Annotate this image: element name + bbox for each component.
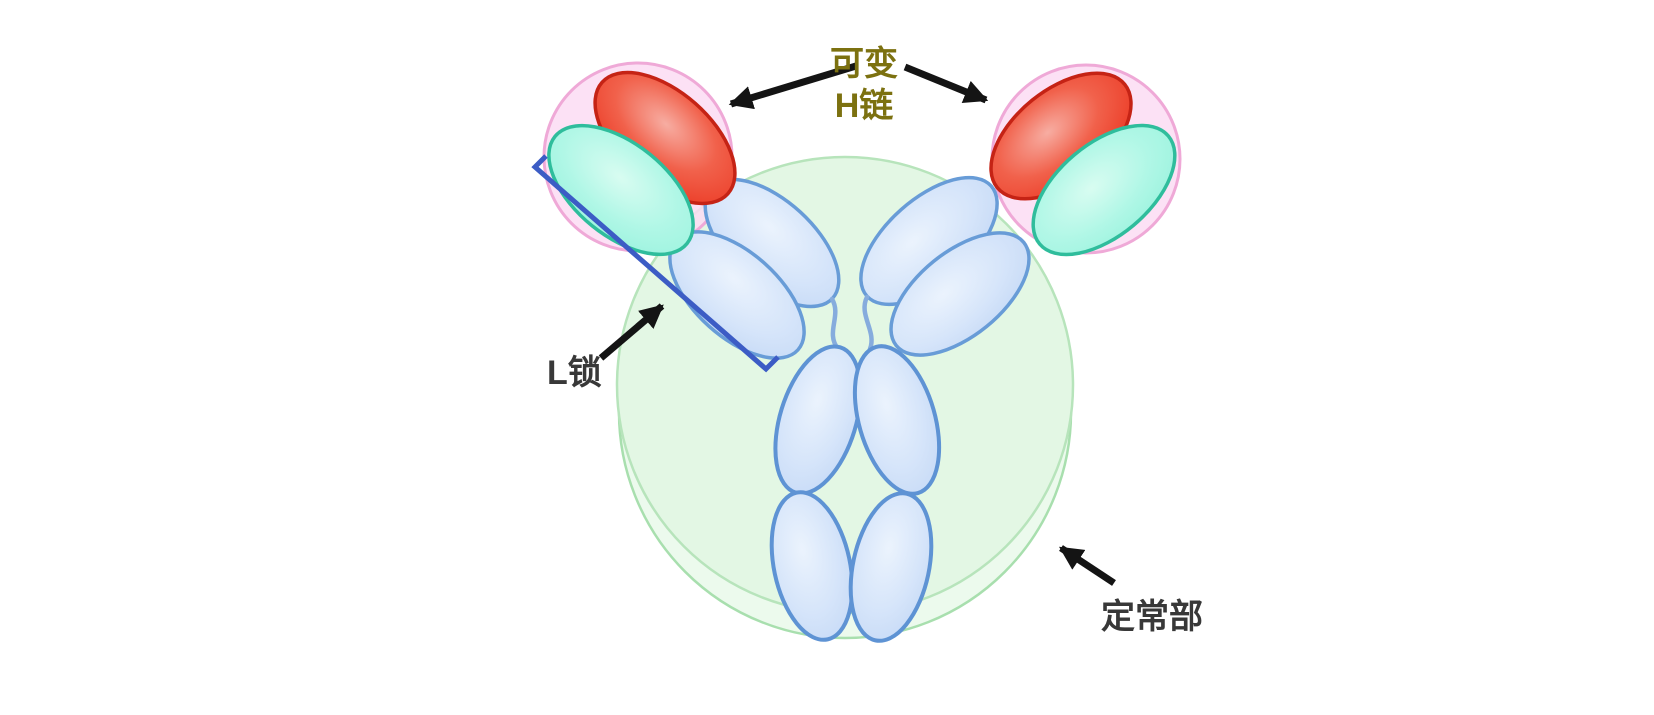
variable-region-label-line1: 可变 <box>830 45 898 83</box>
arrow-to-right-variable-region <box>903 63 989 104</box>
l-chain-label: L锁 <box>547 354 602 392</box>
blue-domain-stem-lower-right <box>848 491 934 643</box>
hinge-line-right <box>862 294 874 352</box>
blue-domain-stem-upper-right <box>852 344 942 496</box>
hinge-line-left <box>829 296 841 352</box>
constant-region-label: 定常部 <box>1101 598 1203 636</box>
arrow-to-constant-region <box>1059 545 1116 586</box>
blue-domain-right-arm-outer <box>889 231 1031 357</box>
variable-region-label-line2: H链 <box>835 87 894 125</box>
cyan-variable-domain-left <box>547 123 695 257</box>
blue-domain-stem-lower-left <box>769 490 855 642</box>
cyan-variable-domain-right <box>1031 123 1177 257</box>
l-chain-bracket <box>531 154 780 373</box>
arrow-to-l-chain <box>598 303 665 361</box>
arrow-to-left-variable-region <box>728 62 858 110</box>
